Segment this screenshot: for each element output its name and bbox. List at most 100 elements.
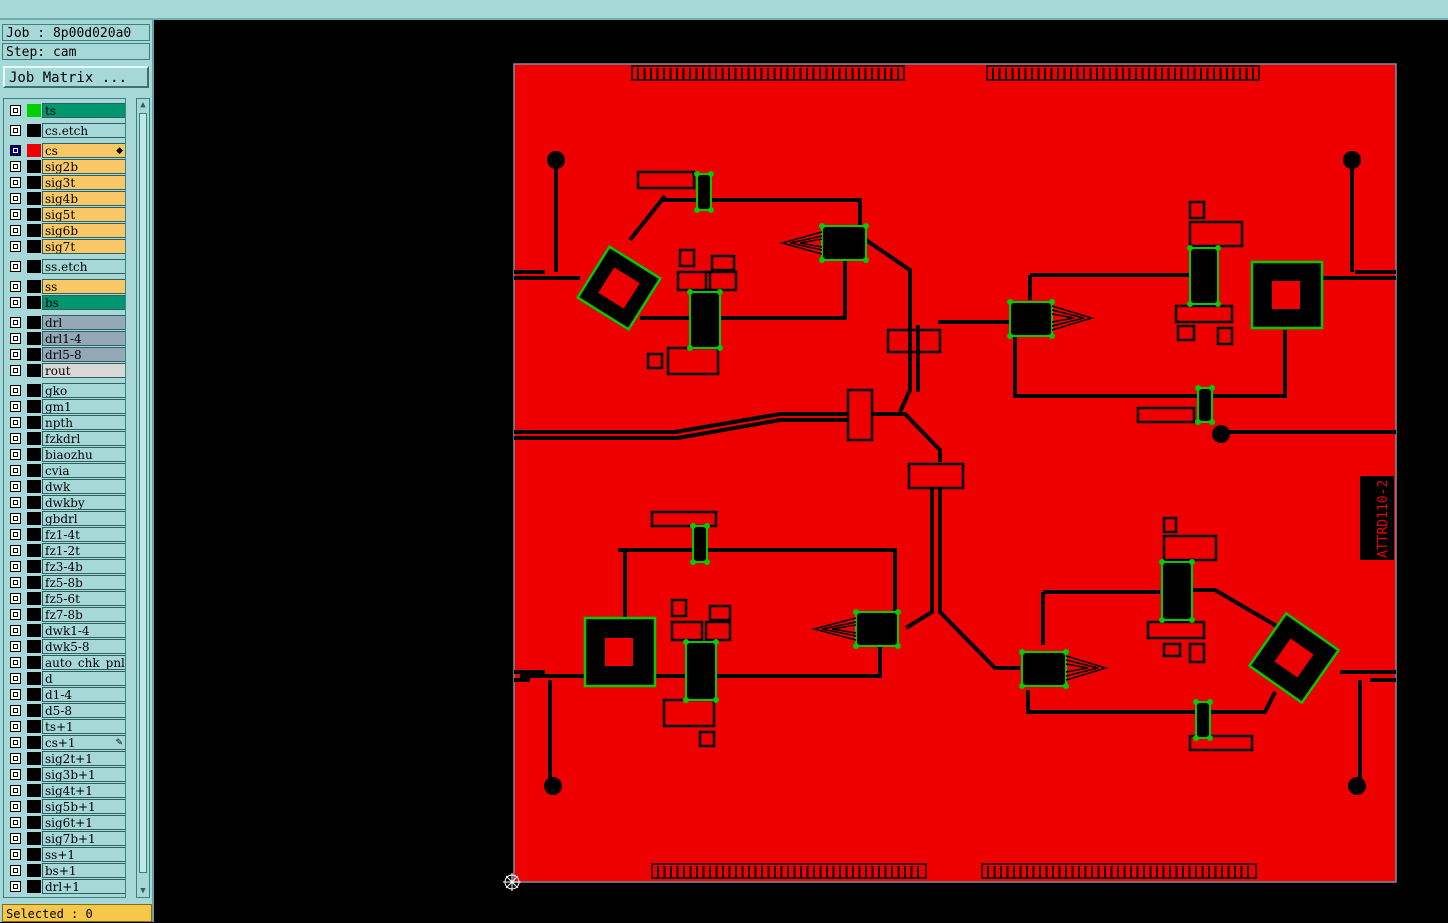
layer-name[interactable]: cs.etch: [42, 123, 125, 138]
layer-checkbox[interactable]: [10, 281, 21, 292]
layer-checkbox[interactable]: [10, 261, 21, 272]
layer-name[interactable]: sig6b: [42, 223, 125, 238]
layer-checkbox[interactable]: [10, 529, 21, 540]
layer-name[interactable]: sig2t+1: [42, 751, 125, 766]
layer-row-fzkdrl[interactable]: fzkdrl: [6, 431, 125, 446]
layer-row-drl1-4[interactable]: drl1-4: [6, 331, 125, 346]
layer-name[interactable]: drl1-4: [42, 331, 125, 346]
layer-checkbox[interactable]: [10, 817, 21, 828]
layer-name[interactable]: fz5-8b: [42, 575, 125, 590]
layer-color-swatch[interactable]: [27, 640, 41, 653]
layer-color-swatch[interactable]: [27, 332, 41, 345]
layer-row-dwkby[interactable]: dwkby: [6, 495, 125, 510]
layer-name[interactable]: drl+1: [42, 879, 125, 894]
layer-row-sig6b[interactable]: sig6b: [6, 223, 125, 238]
layer-color-swatch[interactable]: [27, 832, 41, 845]
layer-name[interactable]: d: [42, 671, 125, 686]
layer-row-ss[interactable]: ss: [6, 279, 125, 294]
layer-name[interactable]: sig7b+1: [42, 831, 125, 846]
layer-row-biaozhu[interactable]: biaozhu: [6, 447, 125, 462]
layer-checkbox[interactable]: [10, 545, 21, 556]
layer-checkbox[interactable]: [10, 433, 21, 444]
layer-name[interactable]: sig4t+1: [42, 783, 125, 798]
layer-name[interactable]: biaozhu: [42, 447, 125, 462]
layer-checkbox[interactable]: [10, 513, 21, 524]
layer-color-swatch[interactable]: [27, 416, 41, 429]
layer-name[interactable]: npth: [42, 415, 125, 430]
layer-name[interactable]: sig7t: [42, 239, 125, 254]
layer-checkbox[interactable]: [10, 145, 21, 156]
layer-name[interactable]: gko: [42, 383, 125, 398]
layer-row-sig4b[interactable]: sig4b: [6, 191, 125, 206]
layer-color-swatch[interactable]: [27, 704, 41, 717]
layer-color-swatch[interactable]: [27, 800, 41, 813]
layer-checkbox[interactable]: [10, 497, 21, 508]
layer-color-swatch[interactable]: [27, 496, 41, 509]
layer-row-cs.etch[interactable]: cs.etch: [6, 123, 125, 138]
layer-name[interactable]: dwk1-4: [42, 623, 125, 638]
layer-color-swatch[interactable]: [27, 124, 41, 137]
layer-row-sig5b+1[interactable]: sig5b+1: [6, 799, 125, 814]
layer-row-sig6t+1[interactable]: sig6t+1: [6, 815, 125, 830]
layer-row-sig5t[interactable]: sig5t: [6, 207, 125, 222]
layer-row-dwk5-8[interactable]: dwk5-8: [6, 639, 125, 654]
layer-color-swatch[interactable]: [27, 176, 41, 189]
job-matrix-button[interactable]: Job Matrix ...: [3, 66, 149, 88]
layer-list-scrollbar[interactable]: ▲ ▼: [136, 98, 150, 898]
layer-name[interactable]: cvia: [42, 463, 125, 478]
layer-color-swatch[interactable]: [27, 316, 41, 329]
layer-row-npth[interactable]: npth: [6, 415, 125, 430]
layer-color-swatch[interactable]: [27, 752, 41, 765]
layer-row-fz7-8b[interactable]: fz7-8b: [6, 607, 125, 622]
layer-name[interactable]: drl: [42, 315, 125, 330]
scroll-down-icon[interactable]: ▼: [140, 886, 146, 896]
layer-name[interactable]: ss.etch: [42, 259, 125, 274]
layer-color-swatch[interactable]: [27, 464, 41, 477]
layer-row-ts[interactable]: ts: [6, 103, 125, 118]
layer-row-cs[interactable]: cs◆: [6, 143, 125, 158]
layer-color-swatch[interactable]: [27, 260, 41, 273]
layer-color-swatch[interactable]: [27, 784, 41, 797]
layer-color-swatch[interactable]: [27, 736, 41, 749]
layer-row-fz5-8b[interactable]: fz5-8b: [6, 575, 125, 590]
layer-row-bs+1[interactable]: bs+1: [6, 863, 125, 878]
layer-color-swatch[interactable]: [27, 720, 41, 733]
layer-checkbox[interactable]: [10, 721, 21, 732]
layer-color-swatch[interactable]: [27, 280, 41, 293]
layer-checkbox[interactable]: [10, 689, 21, 700]
layer-checkbox[interactable]: [10, 625, 21, 636]
layer-checkbox[interactable]: [10, 849, 21, 860]
layer-checkbox[interactable]: [10, 125, 21, 136]
layer-checkbox[interactable]: [10, 241, 21, 252]
layer-row-cs+1[interactable]: cs+1✎: [6, 735, 125, 750]
layer-name[interactable]: fz1-2t: [42, 543, 125, 558]
layer-checkbox[interactable]: [10, 317, 21, 328]
layer-checkbox[interactable]: [10, 193, 21, 204]
layer-checkbox[interactable]: [10, 385, 21, 396]
layer-row-drl[interactable]: drl: [6, 315, 125, 330]
layer-color-swatch[interactable]: [27, 544, 41, 557]
layer-checkbox[interactable]: [10, 365, 21, 376]
layer-name[interactable]: dwk: [42, 479, 125, 494]
layer-name[interactable]: ss: [42, 279, 125, 294]
layer-name[interactable]: sig5b+1: [42, 799, 125, 814]
layer-name[interactable]: fz3-4b: [42, 559, 125, 574]
layer-checkbox[interactable]: [10, 417, 21, 428]
layer-color-swatch[interactable]: [27, 448, 41, 461]
layer-row-fz1-4t[interactable]: fz1-4t: [6, 527, 125, 542]
layer-checkbox[interactable]: [10, 657, 21, 668]
layer-color-swatch[interactable]: [27, 608, 41, 621]
layer-checkbox[interactable]: [10, 177, 21, 188]
layer-name[interactable]: auto_chk_pnl: [42, 655, 125, 670]
layer-name[interactable]: ss+1: [42, 847, 125, 862]
layer-color-swatch[interactable]: [27, 768, 41, 781]
layer-row-rout[interactable]: rout: [6, 363, 125, 378]
layer-color-swatch[interactable]: [27, 192, 41, 205]
layer-color-swatch[interactable]: [27, 144, 41, 157]
layer-color-swatch[interactable]: [27, 656, 41, 669]
layer-row-sig4t+1[interactable]: sig4t+1: [6, 783, 125, 798]
layer-row-gko[interactable]: gko: [6, 383, 125, 398]
layer-row-ss+1[interactable]: ss+1: [6, 847, 125, 862]
scroll-up-icon[interactable]: ▲: [140, 100, 146, 110]
layer-row-auto_chk_pnl[interactable]: auto_chk_pnl: [6, 655, 125, 670]
